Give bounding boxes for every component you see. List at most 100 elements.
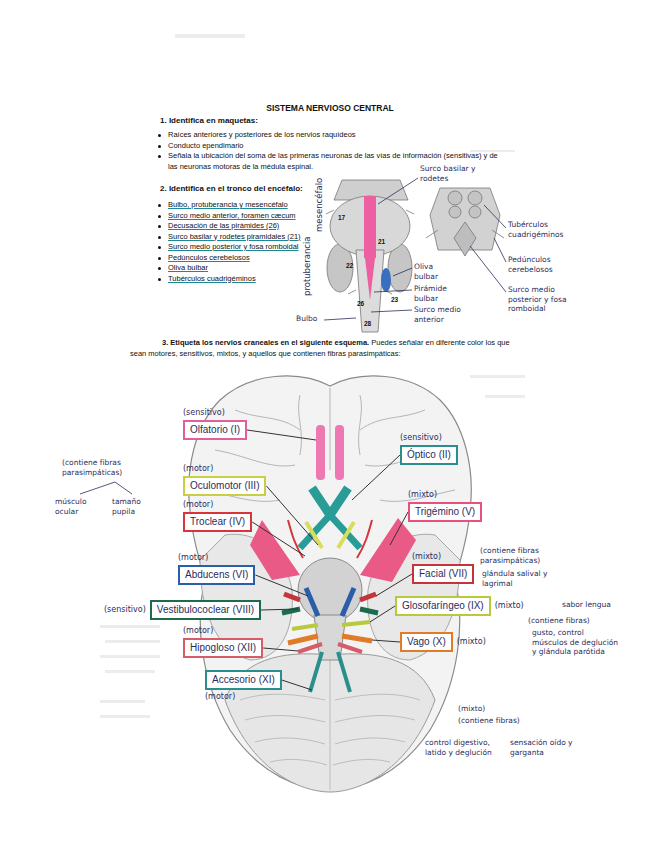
nerve-label: (motor)Oculomotor (III)	[183, 464, 266, 496]
bullet-item: Señala la ubicación del soma de las prim…	[155, 151, 505, 172]
bullet-item: Pedúnculos cerebelosos	[155, 253, 305, 264]
callout-number: 26	[357, 300, 364, 307]
bullet-list: Bulbo, protuberancia y mesencéfaloSurco …	[155, 200, 305, 284]
nerve-type: (mixto)	[457, 637, 486, 647]
bullet-dot	[158, 246, 161, 249]
nerve-name: Facial (VII)	[412, 564, 474, 584]
nerve-name: Óptico (II)	[400, 445, 458, 465]
nerve-name: Abducens (VI)	[178, 565, 255, 585]
note-text: gusto, control músculos de deglución y g…	[532, 628, 620, 657]
callout-number: 23	[391, 296, 398, 303]
note-text: Pirámide bulbar	[414, 284, 462, 303]
leader-line	[247, 430, 316, 440]
nerve-name: Trigémino (V)	[408, 502, 482, 522]
note-text: control digestivo, latido y deglución	[425, 738, 503, 757]
nerve-label: (sensitivo) Óptico (II)	[400, 433, 458, 465]
note-text: músculo ocular	[55, 497, 103, 516]
bullet-text: Surco medio anterior, foramen cæcum	[168, 211, 296, 220]
note-text: sensación oído y garganta	[510, 738, 582, 757]
callout-number: 17	[338, 214, 345, 221]
nerve-label: (sensitivo)Vestibulococlear (VIII)	[104, 600, 261, 620]
note-text: (contiene fibras)	[528, 616, 620, 626]
leader-line	[372, 640, 400, 642]
bullet-dot	[158, 145, 161, 148]
bullet-dot	[158, 215, 161, 218]
note-text: (contiene fibras parasimpáticas)	[480, 546, 578, 565]
note-text: sabor lengua	[562, 600, 622, 610]
nerve-type: (mixto)	[495, 601, 524, 611]
bullet-item: Decusación de las pirámides (26)	[155, 221, 305, 232]
page-title: SISTEMA NERVIOSO CENTRAL	[200, 103, 460, 113]
nerve-label: (mixto) Trigémino (V)	[408, 490, 482, 522]
smudge	[100, 34, 525, 718]
bullet-dot	[158, 204, 161, 207]
nerve-name: Glosofaríngeo (IX)	[395, 596, 491, 616]
note-text: 2. Identifica en el tronco del encéfalo:	[160, 184, 340, 195]
leader-line	[255, 575, 308, 596]
nerve-label: (motor) Abducens (VI)	[178, 553, 255, 585]
note-text: Bulbo	[296, 314, 317, 324]
leader-line	[352, 455, 400, 500]
bullet-dot	[158, 257, 161, 260]
bullet-dot	[158, 278, 161, 281]
leader-line	[263, 648, 298, 651]
leader-line	[370, 606, 395, 622]
leader-line	[282, 680, 312, 690]
bullet-text: Raíces anteriores y posteriores de los n…	[168, 130, 356, 139]
bullet-dot	[158, 236, 161, 239]
nerve-label: (motor) Hipogloso (XII)	[183, 626, 263, 658]
note-text: (mixto)	[458, 704, 518, 714]
nerve-label: Glosofaríngeo (IX) (mixto)	[395, 596, 524, 616]
nerve-label: Accesorio (XI) (motor)	[205, 670, 282, 702]
bullet-text: Surco medio posterior y fosa romboidal	[168, 242, 298, 251]
bullet-text: Surco basilar y rodetes piramidales (21)	[168, 232, 301, 241]
bullet-dot	[158, 267, 161, 270]
bullet-text: Pedúnculos cerebelosos	[168, 253, 250, 262]
bullet-text: Tubérculos cuadrigéminos	[168, 274, 256, 283]
nerve-label: (motor) Troclear (IV)	[183, 500, 252, 532]
nerve-name: Vago (X)	[400, 632, 453, 652]
leader-line	[261, 609, 298, 610]
note-text: Surco basilar y rodetes	[420, 164, 500, 183]
bullet-dot	[158, 155, 161, 158]
brainstem-anterior	[326, 180, 414, 332]
bullet-item: Conducto ependimario	[155, 141, 505, 152]
bullet-dot	[158, 225, 161, 228]
nerve-name: Accesorio (XI)	[205, 670, 282, 690]
note-text: 1. Identifica en maquetas:	[160, 116, 380, 127]
bullet-text: Bulbo, protuberancia y mesencéfalo	[168, 200, 288, 209]
nerve-name: Oculomotor (III)	[183, 476, 266, 496]
note-text: tamaño pupila	[112, 497, 160, 516]
nerve-name: Olfatorio (I)	[183, 420, 247, 440]
nerve-type: (mixto)	[408, 490, 437, 500]
nerve-type: (mixto)	[412, 552, 441, 562]
nerve-type: (sensitivo)	[104, 605, 146, 615]
nerve-type: (motor)	[178, 553, 208, 563]
instruction-paragraph: 3. Etiqueta los nervios craneales en el …	[130, 338, 520, 359]
brainstem-posterior	[426, 188, 504, 256]
bullet-item: Surco medio posterior y fosa romboidal	[155, 242, 305, 253]
nerve-type: (motor)	[205, 692, 235, 702]
note-text: Surco medio posterior y fosa romboidal	[508, 285, 590, 314]
nerve-type: (motor)	[183, 500, 213, 510]
note-text: (contiene fibras parasimpáticas)	[62, 458, 162, 477]
nerve-type: (motor)	[183, 626, 213, 636]
bullet-item: Oliva bulbar	[155, 263, 305, 274]
callout-number: 22	[346, 262, 353, 269]
note-text: glándula salival y lagrimal	[482, 569, 557, 588]
bullet-item: Tubérculos cuadrigéminos	[155, 274, 305, 285]
leader-line	[376, 574, 412, 596]
bullet-item: Raíces anteriores y posteriores de los n…	[155, 130, 505, 141]
nerve-name: Troclear (IV)	[183, 512, 252, 532]
bullet-dot	[158, 134, 161, 137]
note-text: Oliva bulbar	[414, 262, 459, 281]
nerve-name: Hipogloso (XII)	[183, 638, 263, 658]
bullet-text: Oliva bulbar	[168, 263, 208, 272]
note-text: protuberancia	[303, 236, 313, 296]
bullet-list: Raíces anteriores y posteriores de los n…	[155, 130, 505, 172]
bullet-item: Surco medio anterior, foramen cæcum	[155, 211, 305, 222]
note-text: (contiene fibras)	[458, 716, 553, 726]
nerve-type: (sensitivo)	[400, 433, 442, 443]
